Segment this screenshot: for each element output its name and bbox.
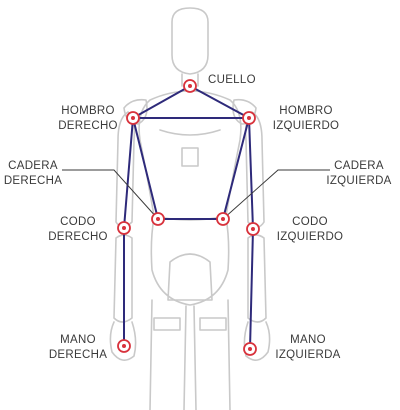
label-left-hand-line-2: IZQUIERDA <box>275 349 341 361</box>
left-knee-block <box>199 317 227 331</box>
label-left-hand-line-1: MANO <box>290 334 326 346</box>
joint-right-hip-dot <box>156 217 160 221</box>
figure-outline <box>109 7 271 410</box>
skeleton-lines <box>123 85 254 350</box>
bone-right-shoulder-right-elbow <box>123 117 134 229</box>
label-right-elbow-line-1: CODO <box>60 216 96 228</box>
head-outline <box>171 7 209 75</box>
leader-left-hip <box>222 169 330 220</box>
right-forearm-outline <box>113 234 133 323</box>
joint-neck-dot <box>188 84 192 88</box>
label-left-shoulder-line-2: IZQUIERDO <box>272 120 340 132</box>
leader-right-hip <box>62 169 159 220</box>
label-neck-line-1: CUELLO <box>208 74 256 86</box>
label-right-hip-line-1: CADERA <box>8 160 58 172</box>
label-left-hip: CADERA IZQUIERDA <box>318 159 400 189</box>
bone-left-shoulder-left-elbow <box>248 117 254 230</box>
joint-left-shoulder-dot <box>247 116 251 120</box>
label-right-shoulder-line-2: DERECHO <box>58 120 118 132</box>
label-left-elbow: CODO IZQUIERDO <box>268 215 352 245</box>
joint-right-shoulder-dot <box>131 116 135 120</box>
label-right-hand: MANO DERECHA <box>40 333 116 363</box>
label-right-hand-line-2: DERECHA <box>48 349 108 361</box>
right-leg-outline <box>149 299 187 410</box>
neck-outline <box>181 73 199 87</box>
bone-neck-left-shoulder <box>189 85 250 119</box>
label-left-hip-line-2: IZQUIERDA <box>326 175 392 187</box>
bone-left-shoulder-left-hip <box>222 117 250 220</box>
joint-right-hand-dot <box>122 344 126 348</box>
label-right-elbow-line-2: DERECHO <box>48 231 108 243</box>
joint-left-hand-dot <box>248 347 252 351</box>
label-left-elbow-line-2: IZQUIERDO <box>276 231 344 243</box>
label-right-hip: CADERA DERECHA <box>0 159 66 189</box>
right-hand-outline <box>109 321 137 361</box>
hip-dome <box>167 253 213 301</box>
chest-line <box>159 129 221 136</box>
label-left-hip-line-1: CADERA <box>334 160 384 172</box>
joint-left-hip-dot <box>221 217 225 221</box>
left-hand-outline <box>243 321 271 361</box>
label-right-shoulder: HOMBRO DERECHO <box>50 104 126 134</box>
joint-right-elbow-dot <box>122 226 126 230</box>
bone-neck-right-shoulder <box>132 85 191 119</box>
label-neck: CUELLO <box>208 73 256 88</box>
label-right-elbow: CODO DERECHO <box>40 215 116 245</box>
label-left-shoulder: HOMBRO IZQUIERDO <box>264 104 348 134</box>
pelvis-outline <box>150 217 230 306</box>
sternum-block <box>181 147 199 167</box>
label-left-elbow-line-1: CODO <box>292 216 328 228</box>
joint-rings <box>117 79 260 356</box>
left-upper-arm-outline <box>244 111 265 228</box>
left-forearm-outline <box>247 234 267 323</box>
left-leg-outline <box>193 299 231 410</box>
leader-lines <box>62 169 330 220</box>
label-right-hand-line-1: MANO <box>60 334 96 346</box>
label-right-shoulder-line-1: HOMBRO <box>61 105 115 117</box>
joint-left-elbow-dot <box>251 227 255 231</box>
label-right-hip-line-2: DERECHA <box>3 175 63 187</box>
label-left-hand: MANO IZQUIERDA <box>266 333 350 363</box>
right-knee-block <box>153 317 181 331</box>
joint-centers <box>122 84 255 351</box>
label-left-shoulder-line-1: HOMBRO <box>279 105 333 117</box>
bone-left-elbow-left-hand <box>249 228 254 350</box>
bone-right-shoulder-right-hip <box>132 117 159 220</box>
